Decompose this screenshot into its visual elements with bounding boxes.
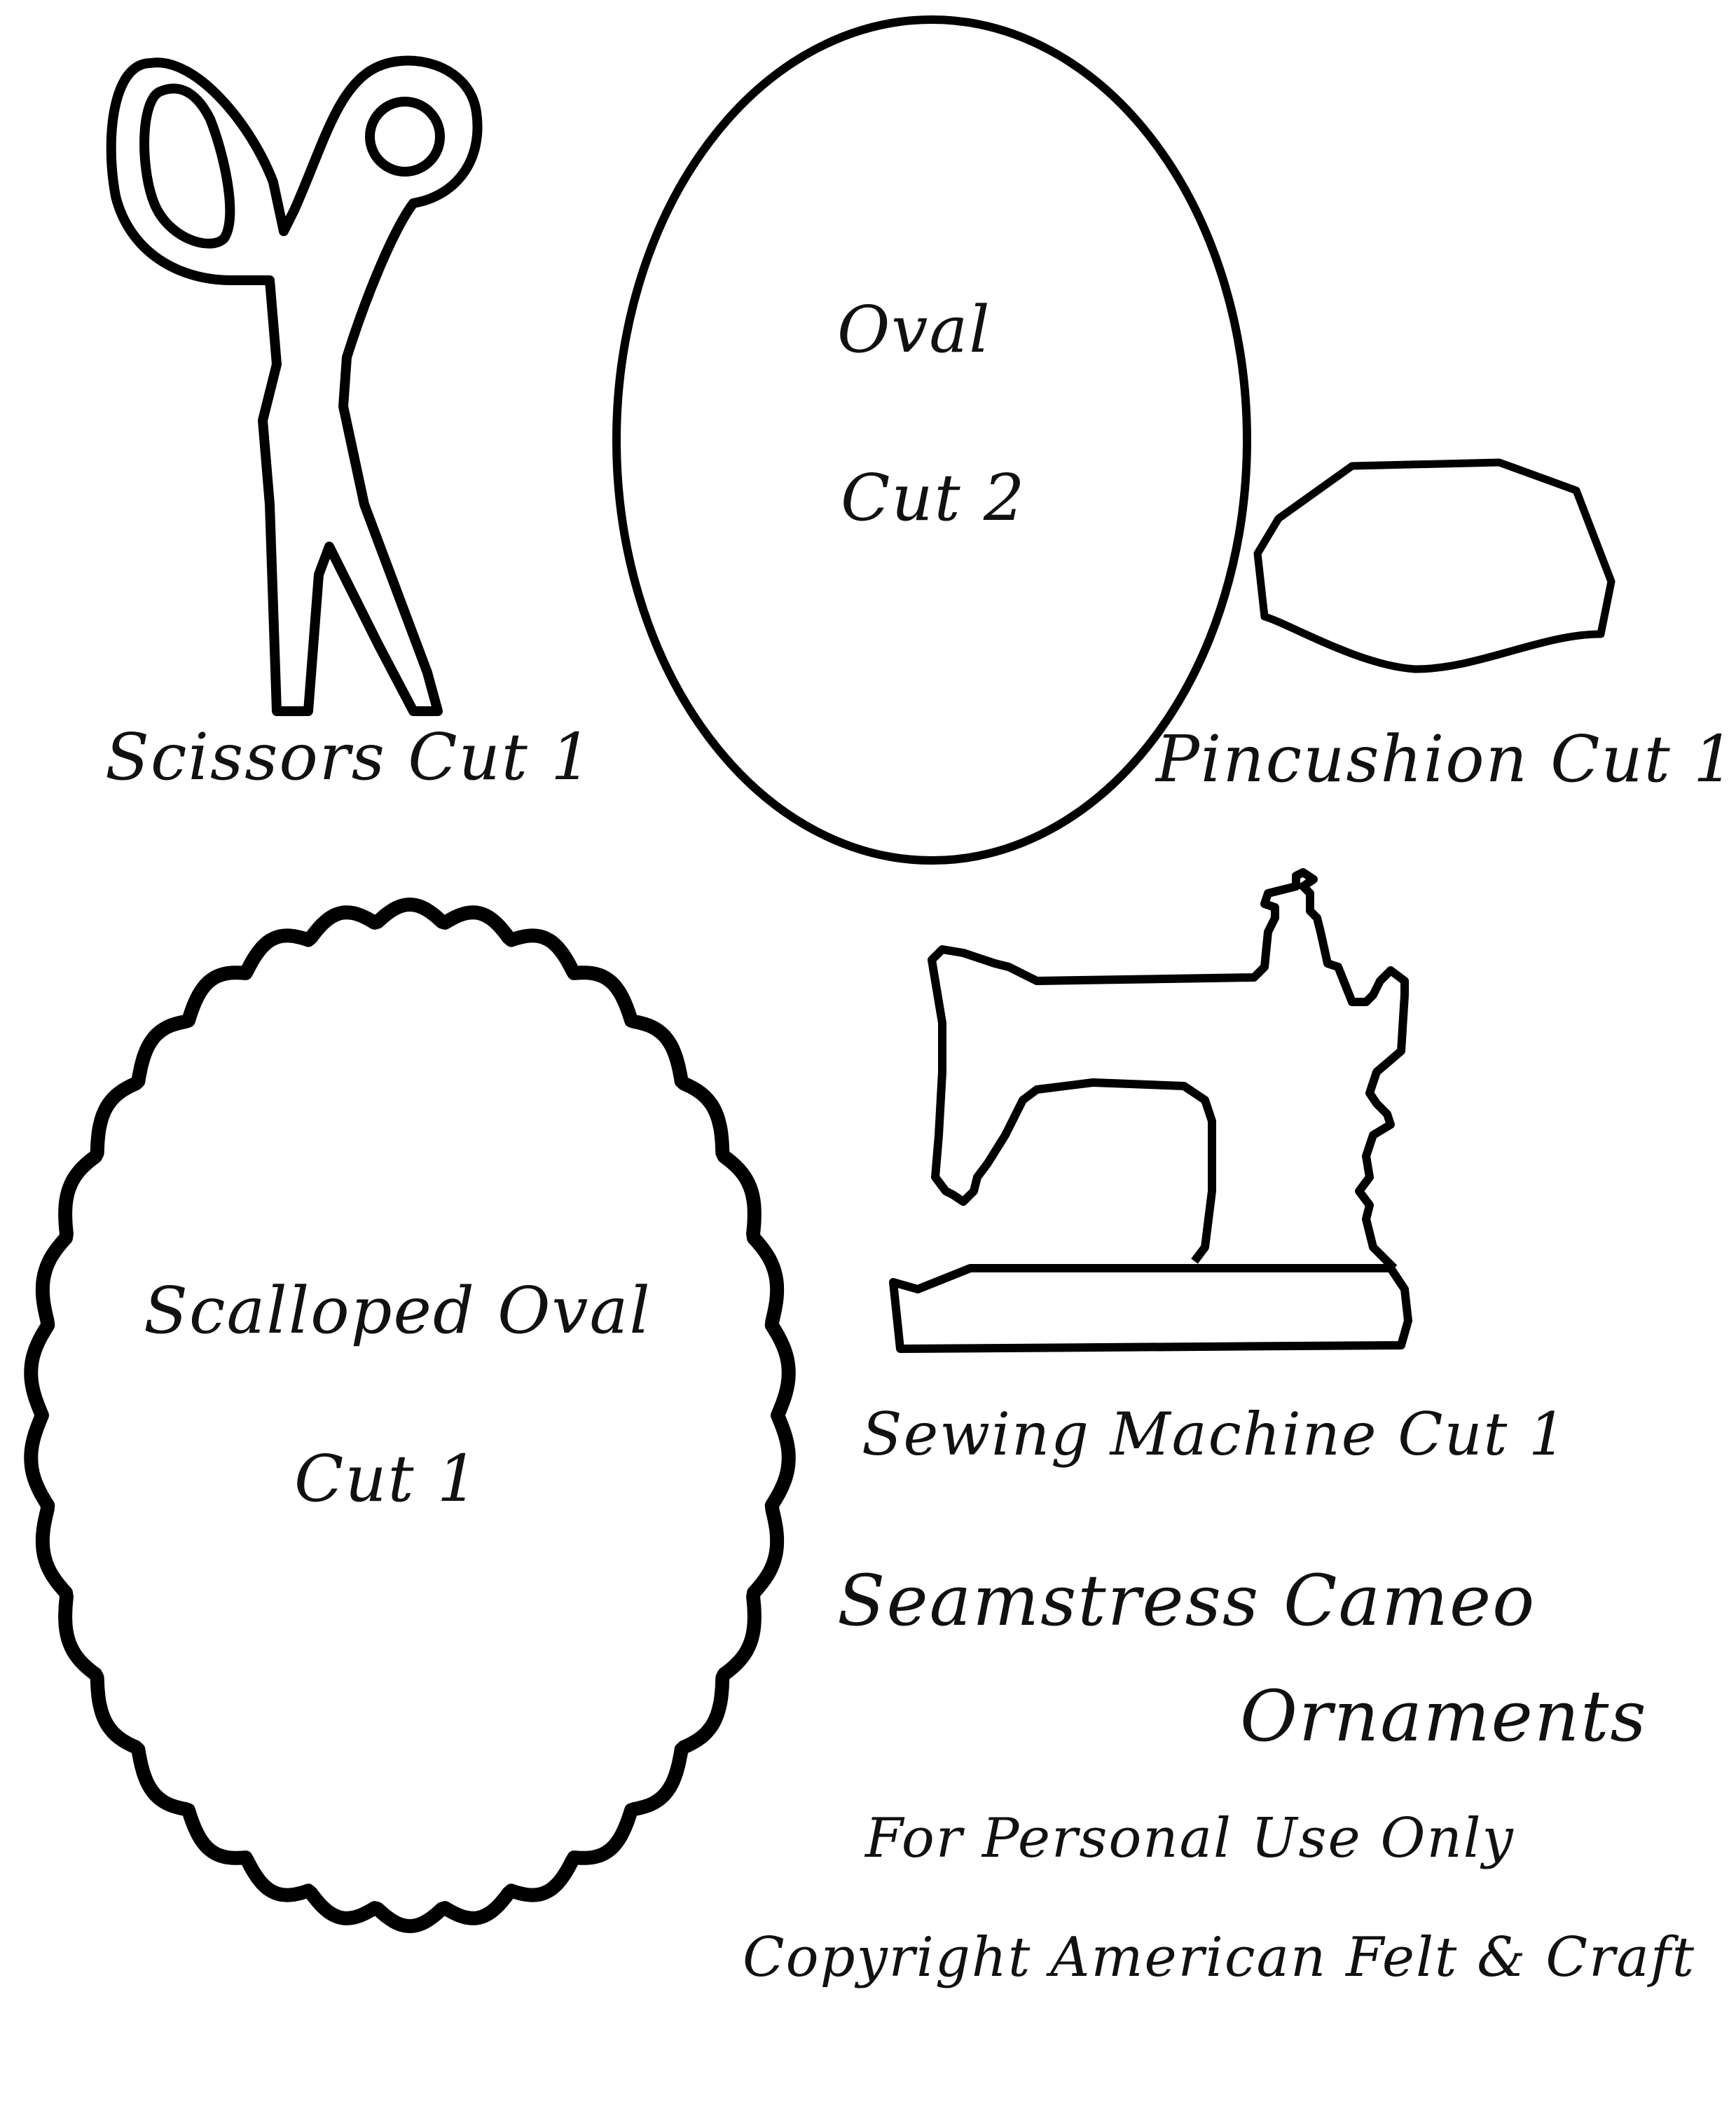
scalloped-oval-label-line1: Scalloped Oval	[144, 1273, 652, 1348]
oval-label-line2: Cut 2	[841, 460, 1026, 535]
pattern-shapes	[24, 15, 1616, 1933]
scissors-label: Scissors Cut 1	[105, 720, 593, 795]
copyright-line: Copyright American Felt & Craft	[743, 1926, 1696, 1989]
sewing-machine-pattern	[889, 868, 1412, 1353]
pincushion-pattern	[1253, 458, 1616, 673]
scalloped-oval-label-line2: Cut 1	[294, 1441, 480, 1516]
pincushion-label: Pincushion Cut 1	[1156, 722, 1736, 797]
personal-use-notice: For Personal Use Only	[865, 1807, 1515, 1870]
oval-label-line1: Oval	[837, 292, 991, 367]
oval-pattern	[612, 15, 1251, 865]
scissors-pattern	[106, 55, 483, 716]
sewing-machine-label: Sewing Machine Cut 1	[862, 1400, 1568, 1469]
pattern-sheet: Scissors Cut 1 Oval Cut 2 Pincushion Cut…	[24, 15, 1735, 1985]
heading-line2: Ornaments	[1240, 1675, 1648, 1757]
heading-line1: Seamstress Cameo	[837, 1560, 1536, 1642]
scalloped-oval-pattern	[24, 898, 796, 1933]
